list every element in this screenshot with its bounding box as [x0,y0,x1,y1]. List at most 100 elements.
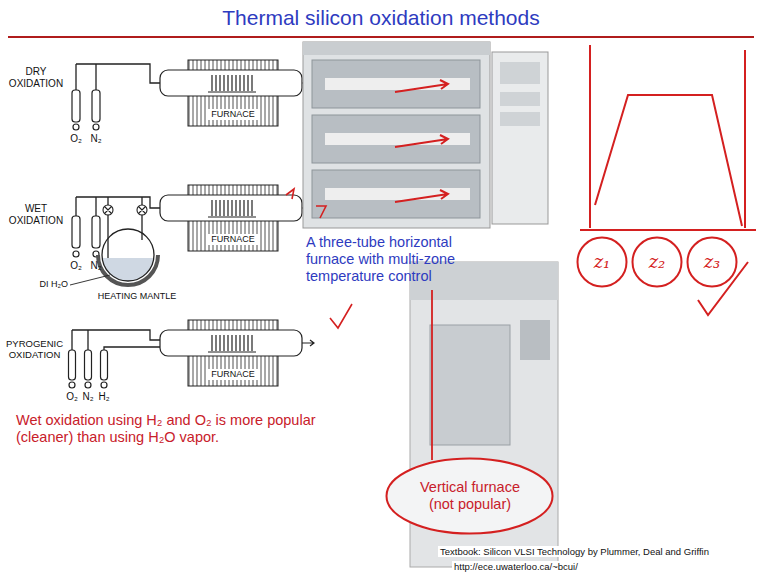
flowmeter [69,350,76,380]
reference-url: http://ece.uwaterloo.ca/~bcui/ [452,561,580,572]
label-box: O₂ [68,260,84,272]
ink-mark [316,206,326,218]
temperature-profile [595,95,742,226]
node-text-group: z₃ [704,251,721,272]
gas-label: O₂ [64,391,80,403]
gas-pipe [76,197,160,262]
furnace: FURNACE [188,100,278,124]
node-text: z₂ [649,251,666,272]
label-box: Textbook: Silicon VLSI Technology by Plu… [438,541,711,559]
node-text-group: Vertical furnace (not popular) [414,479,526,513]
ink-circle [633,238,682,287]
ink-circle [578,238,627,287]
ink-arrows [395,80,448,202]
valve-cross [105,207,146,214]
control-cabinet [492,52,548,224]
node-text-group: z₂ [649,251,666,272]
ink-axes [580,45,756,230]
ink-circle [688,238,737,287]
label-box: O₂ [68,133,84,145]
furnace-symbol [160,185,314,251]
heating-mantle [98,255,158,285]
label-box: H₂ [96,391,112,403]
control-panel [500,62,540,84]
method-label: PYROGENIC OXIDATION [3,338,66,360]
node-text: z₃ [704,251,721,272]
label-box: N₂ [88,133,104,145]
flowmeter [85,350,92,380]
photo-caption: A three-tube horizontal furnace with mul… [306,234,491,285]
label-box: N₂ [80,391,96,403]
cabinet [303,42,490,228]
furnace: FURNACE [188,225,278,249]
node-text: FURNACE [208,234,258,245]
valve-dot [85,382,91,388]
bay [312,60,480,108]
label-box: http://ece.uwaterloo.ca/~bcui/ [452,556,580,574]
furnace-symbol [160,320,314,386]
label-box: WET OXIDATION [6,203,66,227]
ellipse-callout: Vertical furnace (not popular) [385,457,554,535]
method-label: WET OXIDATION [6,203,66,227]
label-box: N₂ [88,260,104,272]
node-text-group: FURNACE [208,363,258,381]
bay [312,170,480,218]
label-box: PYROGENIC OXIDATION [3,338,66,360]
label-box: HEATING MANTLE [90,291,184,302]
control-panel [520,320,550,360]
flowmeter [101,350,108,380]
cabinet-top [303,42,490,55]
part-label: DI H₂O [10,279,68,290]
ink-check [330,304,352,328]
gas-pipe [72,330,160,350]
node-text-group: FURNACE [208,103,258,121]
ink-ellipse [387,459,553,534]
valve-dot [101,382,107,388]
label-box: DRY OXIDATION [6,66,66,90]
label-box: O₂ [64,391,80,403]
node-text: FURNACE [208,109,258,120]
horizontal-furnace-photo [303,42,548,228]
label-box: DI H₂O [10,279,68,290]
part-label: HEATING MANTLE [90,291,184,302]
valve-dot [73,124,79,130]
label-box: A three-tube horizontal furnace with mul… [306,234,491,285]
gas-label: N₂ [88,133,104,145]
flowmeter [72,216,80,248]
flowmeters [69,350,108,388]
ink-mark [286,189,294,199]
note: Wet oxidation using H₂ and O₂ is more po… [16,412,316,446]
node-text-group: z₁ [594,251,611,272]
furnace-symbol [160,60,314,126]
gas-label: N₂ [88,260,104,272]
valves [103,205,147,215]
window [430,325,510,445]
flowmeters [72,216,100,257]
method-label: DRY OXIDATION [6,66,66,90]
flowmeter [72,90,80,122]
title-box: Thermal silicon oxidation methods [0,6,762,31]
gas-pipe [76,64,160,90]
node-text: FURNACE [208,369,258,380]
gas-label: H₂ [96,391,112,403]
ink-leader [431,290,433,460]
zone-circle: z₁ [576,236,628,288]
slide-title: Thermal silicon oxidation methods [222,6,539,31]
valve-dot [69,382,75,388]
gas-label: O₂ [68,133,84,145]
control-panel [500,92,540,106]
control-panel [500,112,540,126]
gas-label: O₂ [68,260,84,272]
flowmeter [92,216,100,248]
zone-circle: z₃ [686,236,738,288]
leader-line [70,275,110,285]
furnace: FURNACE [188,360,278,384]
reference: Textbook: Silicon VLSI Technology by Plu… [438,546,711,557]
valve-dot [93,124,99,130]
node-text: z₁ [594,251,611,272]
flowmeter [92,90,100,122]
node-text: Vertical furnace (not popular) [414,479,526,513]
bay [312,115,480,163]
